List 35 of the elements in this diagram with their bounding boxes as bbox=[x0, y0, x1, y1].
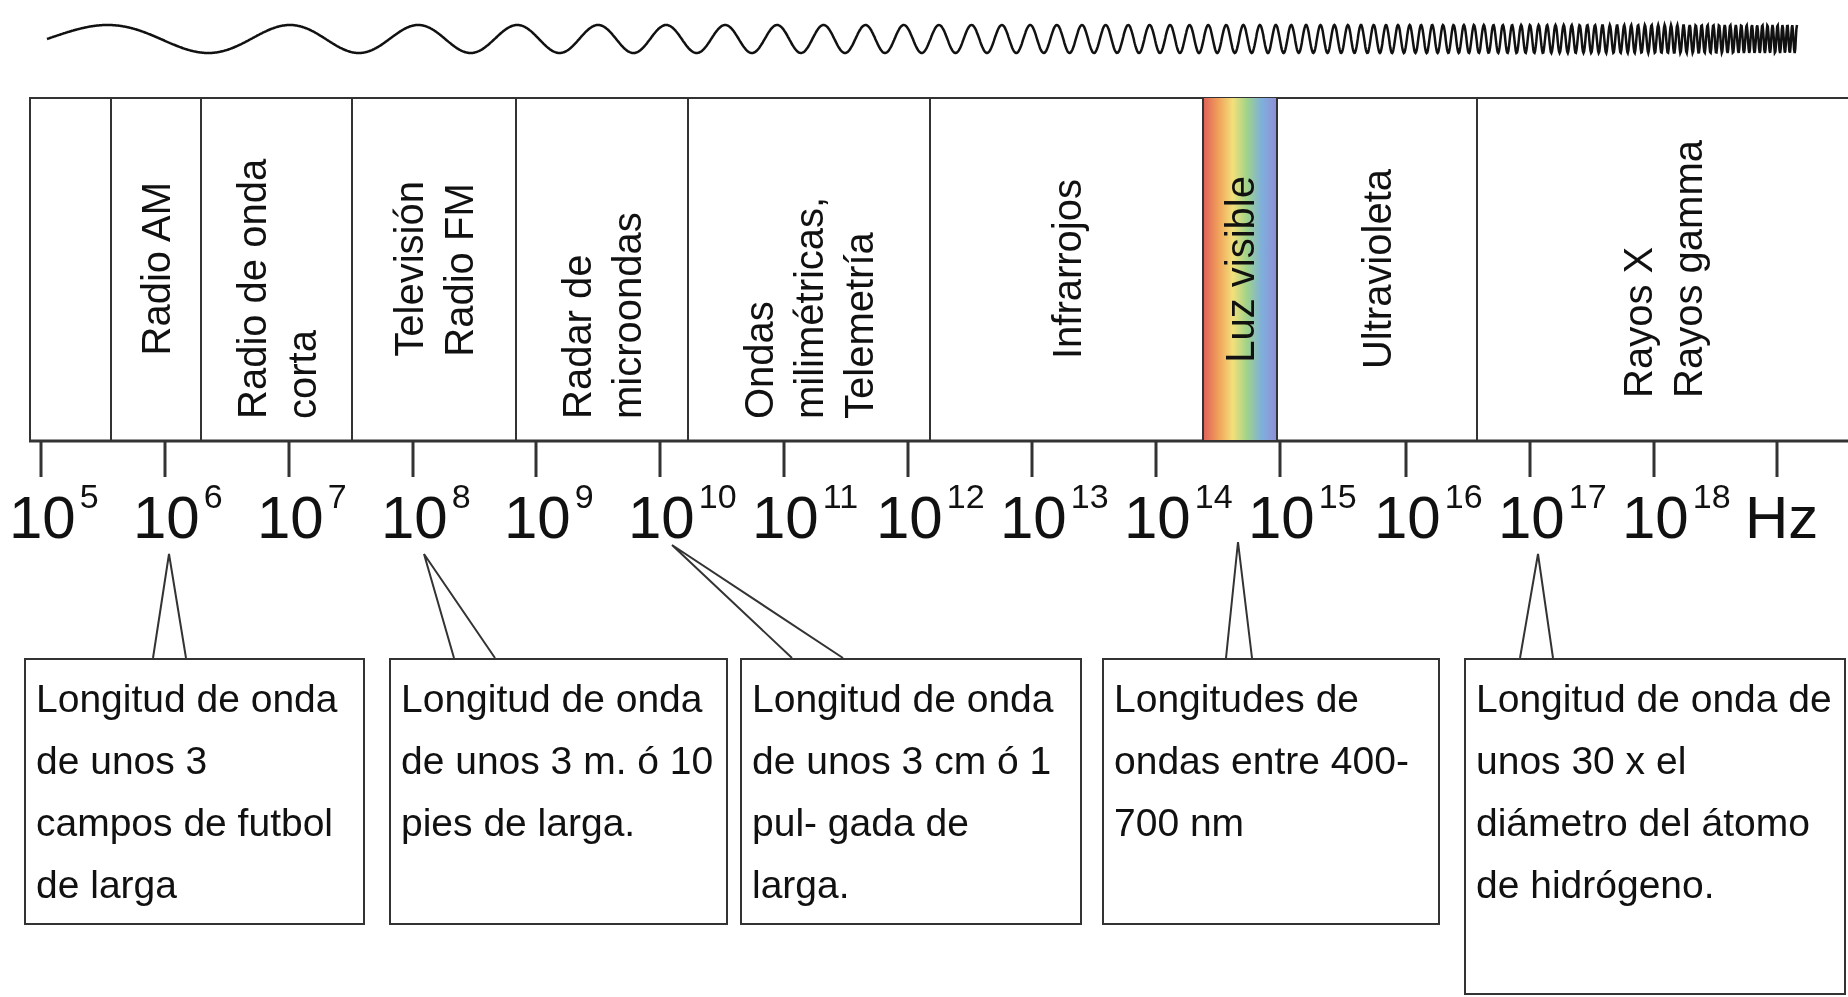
tick-label: 10$^{18}$ bbox=[1622, 478, 1731, 553]
band-label: Rayos X Rayos gamma bbox=[1615, 140, 1711, 398]
tick-label: 10$^{14}$ bbox=[1124, 478, 1233, 553]
tick-label: 10$^{6}$ bbox=[133, 478, 223, 553]
callout-box: Longitud de onda de unos 3 m. ó 10 pies de larga. bbox=[389, 658, 728, 925]
leader-line bbox=[1225, 541, 1253, 659]
tick-label: 10$^{17}$ bbox=[1498, 478, 1607, 553]
band-label: Radar de microondas bbox=[554, 211, 650, 419]
callout-box: Longitud de onda de unos 3 cm ó 1 pul- gada de larga. bbox=[740, 658, 1082, 925]
callout-box: Longitud de onda de unos 30 x el diámetro del átomo de hidrógeno. bbox=[1464, 658, 1846, 995]
callout-box: Longitudes de ondas entre 400-700 nm bbox=[1102, 658, 1440, 925]
band-label: Televisión Radio FM bbox=[386, 181, 482, 357]
tick-label: 10$^{9}$ bbox=[504, 478, 594, 553]
tick-label: 10$^{7}$ bbox=[257, 478, 347, 553]
tick-label: 10$^{10}$ bbox=[628, 478, 737, 553]
band-label: Radio de onda corta bbox=[228, 157, 325, 419]
tick-label: 10$^{8}$ bbox=[381, 478, 471, 553]
tick-label: 10$^{5}$ bbox=[9, 478, 99, 553]
band-label: Luz visible bbox=[1217, 175, 1263, 363]
leader-line bbox=[152, 553, 187, 659]
band-label: Ultravioleta bbox=[1354, 168, 1400, 370]
tick-label: 10$^{13}$ bbox=[1000, 478, 1109, 553]
leader-line bbox=[671, 544, 844, 659]
tick-label: 10$^{12}$ bbox=[876, 478, 985, 553]
tick-label: 10$^{15}$ bbox=[1248, 478, 1357, 553]
callout-box: Longitud de onda de unos 3 campos de futbol de larga bbox=[24, 658, 365, 925]
tick-label: 10$^{11}$ bbox=[752, 478, 859, 553]
leader-line bbox=[1519, 553, 1554, 659]
leader-line bbox=[423, 553, 496, 659]
visible-light-band bbox=[1202, 98, 1276, 440]
tick-label: 10$^{16}$ bbox=[1374, 478, 1483, 553]
tick-label: Hz bbox=[1745, 483, 1819, 553]
band-label: Ondas milimétricas, Telemetría bbox=[736, 195, 882, 419]
band-label: Radio AM bbox=[133, 182, 179, 356]
band-label: Infrarrojos bbox=[1043, 178, 1090, 360]
